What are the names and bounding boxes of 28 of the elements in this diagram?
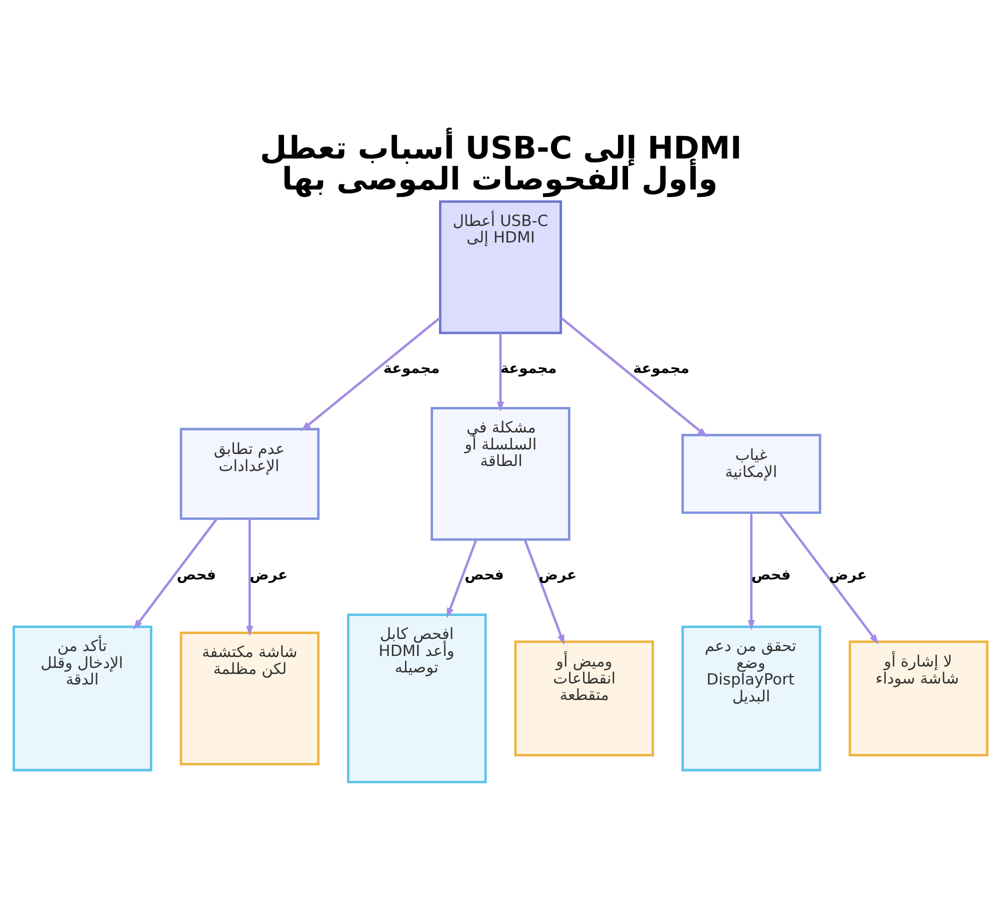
arrow (496, 332, 504, 412)
arrow (560, 316, 708, 437)
diagram-title: أسباب تعطل USB-C إلى HDMI وأول الفحوصات الموصى بها (259, 130, 742, 197)
node-box: غياب الإمكانية (680, 433, 821, 514)
arrow (778, 512, 878, 644)
node-box: لا إشارة أو شاشة سوداء (848, 640, 988, 756)
edge-label: مجموعة (382, 360, 440, 377)
node-box: افحص كابل HDMI وأعد توصيله (346, 613, 486, 783)
node-box: مشكلة في السلسلة أو الطاقة (430, 406, 570, 540)
node-box: وميض أو انقطاعات متقطعة (514, 640, 654, 756)
node-box: عدم تطابق الإعدادات (179, 427, 320, 520)
edge-label: عرض (249, 567, 288, 584)
edge-label: فحص (750, 567, 790, 584)
arrow (446, 538, 477, 618)
edge-label: مجموعة (632, 360, 689, 377)
node-box: أعطال USB-C إلى HDMI (438, 200, 562, 334)
arrow (246, 518, 253, 636)
edge-label: مجموعة (500, 360, 556, 377)
edge-label: فحص (176, 567, 216, 584)
node-box: شاشة مكتشفة لكن مظلمة (179, 631, 320, 765)
arrow (132, 518, 218, 630)
arrow (747, 512, 754, 630)
arrow (523, 538, 564, 644)
arrow (300, 316, 440, 431)
edge-label: عرض (538, 567, 576, 584)
node-box: تأكد من الإدخال وقلل الدقة (12, 625, 152, 771)
edge-label: عرض (828, 567, 866, 584)
edge-label: فحص (464, 567, 504, 584)
